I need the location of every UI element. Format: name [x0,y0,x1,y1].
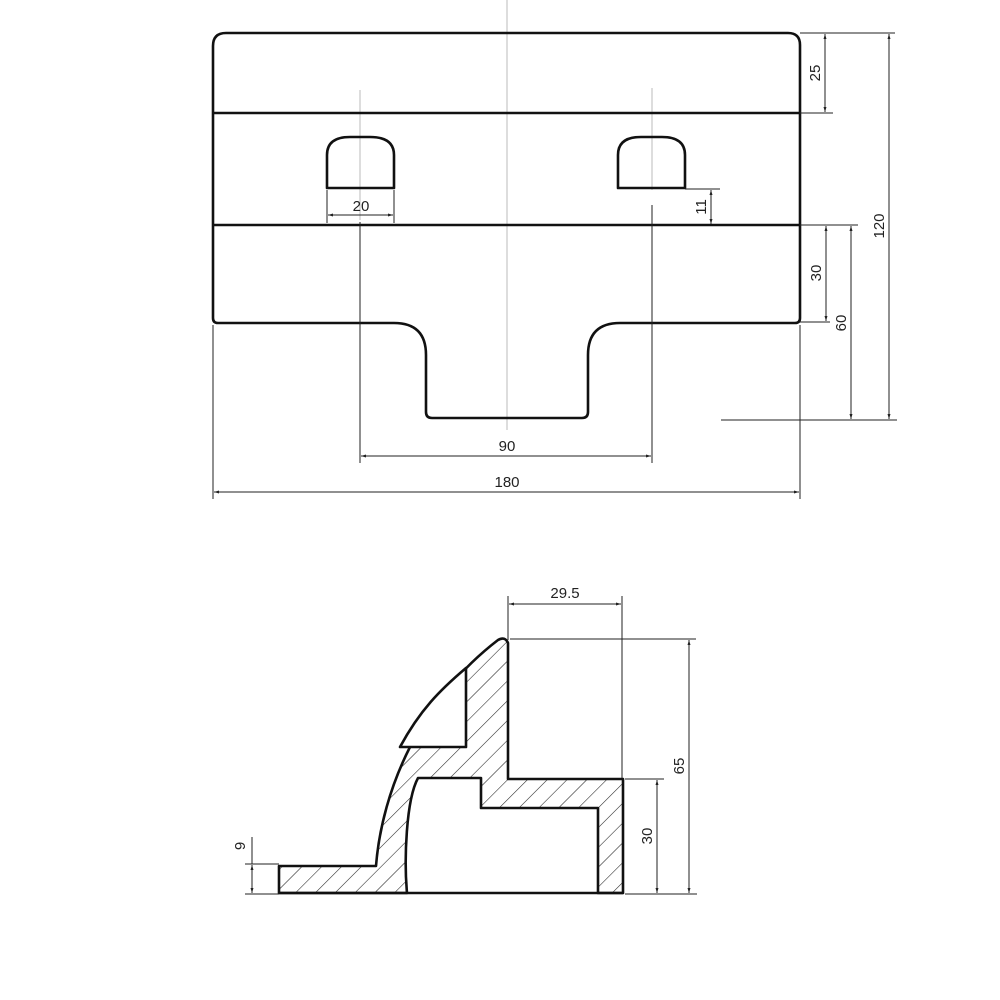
dim-step-height: 30 [639,828,656,845]
body-outline [211,31,802,420]
dim-base-thickness: 9 [232,842,249,850]
dim-lower-band: 30 [808,265,825,282]
section-body [277,637,625,895]
section-view: 29.5 65 30 9 [232,585,697,895]
dim-tab-span: 90 [499,438,516,455]
dim-slot-width: 20 [353,198,370,215]
left-slot [325,135,396,190]
dim-lower-to-bottom: 60 [833,315,850,332]
top-view: 20 25 11 30 60 120 90 180 [211,0,897,499]
right-slot [616,135,687,190]
dim-top-band: 25 [807,65,824,82]
dim-overall-height: 120 [871,213,888,238]
dim-top-width: 29.5 [550,585,579,602]
dim-slot-to-line: 11 [693,199,710,215]
dim-section-height: 65 [671,758,688,775]
dim-overall-width: 180 [494,474,519,491]
section-upper-void [398,666,468,749]
